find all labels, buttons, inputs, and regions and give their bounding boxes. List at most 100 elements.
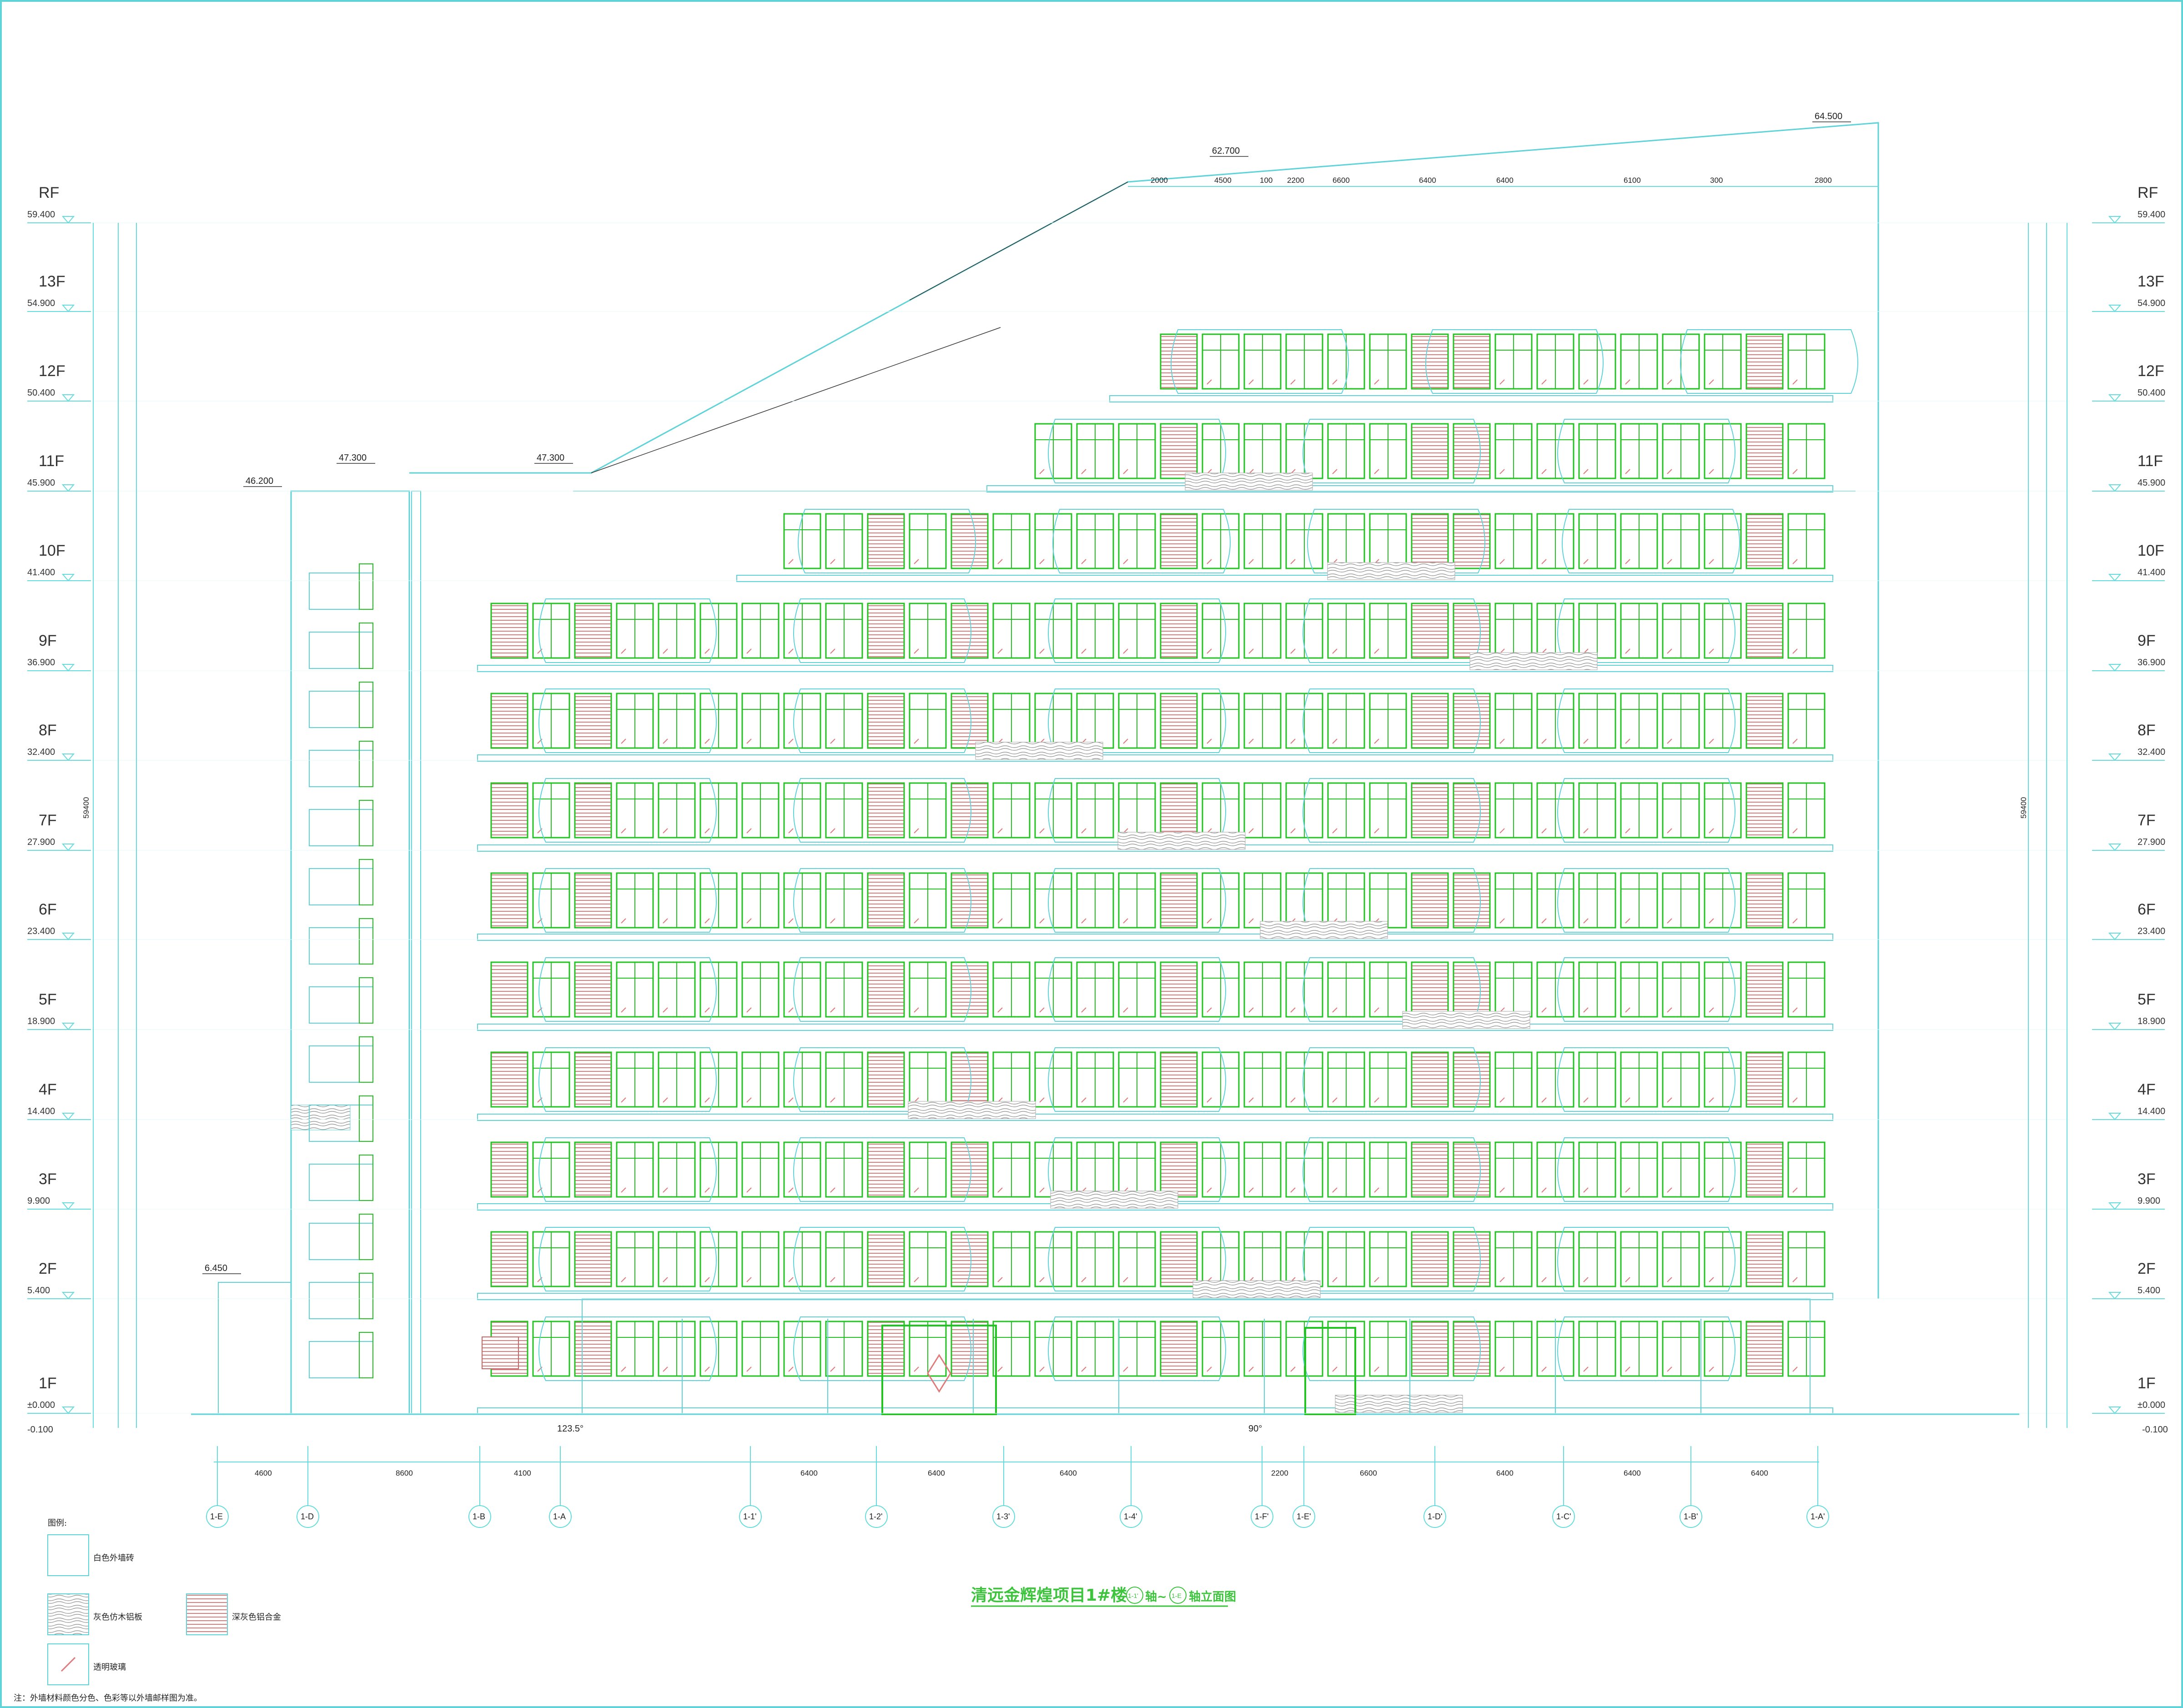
building-facade — [191, 329, 2019, 1415]
window-bay — [1704, 1231, 1742, 1287]
glass-mark-icon — [788, 738, 794, 744]
roof-slope-line — [591, 327, 1001, 473]
glass-mark-icon — [1039, 1277, 1045, 1282]
window-bay — [867, 603, 905, 659]
aluminium-panel — [951, 1141, 989, 1198]
window-bay — [1494, 333, 1533, 390]
glass-mark-icon — [1499, 1097, 1505, 1103]
window-bay — [658, 1321, 696, 1377]
aluminium-panel — [1745, 423, 1784, 479]
window-bay — [1202, 603, 1240, 659]
window-bay — [1243, 1231, 1282, 1287]
aluminium-panel — [1411, 1231, 1449, 1287]
bottom-dimension-value: 6400 — [800, 1469, 818, 1477]
window-bay — [1369, 1141, 1407, 1198]
window-bay — [1160, 423, 1198, 479]
glass-mark-icon — [1625, 1007, 1630, 1013]
window-bay — [1787, 1141, 1826, 1198]
window-bay — [1453, 603, 1491, 659]
bottom-dimension-value: 6400 — [928, 1469, 945, 1477]
floor-slab — [477, 665, 1833, 672]
glass-mark-icon — [1332, 738, 1338, 744]
window-bay — [1494, 1051, 1533, 1108]
top-dimension-value: 6400 — [1419, 176, 1436, 185]
window-bay — [1285, 333, 1323, 390]
window-bay — [1620, 333, 1658, 390]
window-bay — [1745, 1051, 1784, 1108]
glass-mark-icon — [1039, 1007, 1045, 1013]
level-triangle-icon — [2108, 484, 2122, 492]
glass-mark-icon — [746, 648, 752, 654]
glass-mark-icon — [1374, 648, 1379, 654]
window-bay — [1745, 1321, 1784, 1377]
window-bay — [825, 693, 863, 749]
glass-mark-icon — [1499, 1366, 1505, 1372]
window-bay — [658, 603, 696, 659]
spot-elevation: 47.300 — [339, 453, 367, 463]
level-name: 9F — [39, 632, 57, 649]
window-bay — [574, 782, 612, 839]
window-bay — [867, 693, 905, 749]
floor-slab — [736, 575, 1833, 582]
balcony-outline — [793, 1137, 971, 1202]
window-bay — [1745, 782, 1784, 839]
glass-mark-icon — [1374, 469, 1379, 474]
window-bay — [1118, 603, 1156, 659]
window-bay — [699, 1231, 738, 1287]
level-triangle-icon — [61, 933, 75, 940]
glass-mark-icon — [621, 918, 626, 924]
window-bay — [783, 961, 821, 1018]
window-bay — [574, 1051, 612, 1108]
window-bay — [1118, 693, 1156, 749]
window-bay — [1118, 423, 1156, 479]
window-bay — [1453, 333, 1491, 390]
glass-mark-icon — [830, 738, 835, 744]
aluminium-panel — [574, 782, 612, 839]
glass-mark-icon — [1123, 1097, 1128, 1103]
axis-bubble — [1423, 1505, 1446, 1528]
glass-mark-icon — [1123, 648, 1128, 654]
window-bay — [658, 961, 696, 1018]
window-bay — [1787, 1231, 1826, 1287]
window-bay — [1745, 603, 1784, 659]
stair-window — [309, 573, 373, 610]
glass-mark-icon — [1792, 648, 1798, 654]
balcony-outline — [1048, 1227, 1226, 1291]
aluminium-panel — [1411, 1141, 1449, 1198]
stair-window-frame — [359, 1332, 373, 1378]
window-bay — [1034, 693, 1072, 749]
floor-slab — [477, 1293, 1833, 1300]
glass-mark-icon — [914, 1366, 919, 1372]
window-bay — [1285, 872, 1323, 929]
glass-mark-icon — [746, 1366, 752, 1372]
window-bay — [1243, 1051, 1282, 1108]
balcony-outline — [538, 1137, 717, 1202]
window-bay — [1453, 513, 1491, 569]
glass-mark-icon — [1583, 918, 1589, 924]
glass-mark-icon — [746, 1187, 752, 1193]
window-bay — [1369, 513, 1407, 569]
glass-mark-icon — [1499, 918, 1505, 924]
podium-block — [218, 1282, 292, 1415]
window-bay — [616, 872, 654, 929]
aluminium-panel — [1453, 603, 1491, 659]
glass-mark-icon — [830, 828, 835, 834]
glass-mark-icon — [1541, 918, 1547, 924]
stair-window — [309, 868, 373, 905]
level-elevation: 5.400 — [27, 1286, 50, 1296]
glass-mark-icon — [1541, 469, 1547, 474]
window-bay — [616, 1321, 654, 1377]
window-bay — [1243, 513, 1282, 569]
aluminium-panel — [867, 1051, 905, 1108]
window-bay — [1202, 333, 1240, 390]
window-bay — [1494, 693, 1533, 749]
glass-mark-icon — [1667, 1007, 1672, 1013]
wood-panel — [1185, 472, 1313, 491]
glass-mark-icon — [1709, 1007, 1714, 1013]
bottom-dimension-value: 2200 — [1271, 1469, 1288, 1477]
window-bay — [1411, 782, 1449, 839]
glass-mark-icon — [1625, 1277, 1630, 1282]
glass-mark-icon — [1207, 1007, 1212, 1013]
glass-mark-icon — [997, 1277, 1003, 1282]
